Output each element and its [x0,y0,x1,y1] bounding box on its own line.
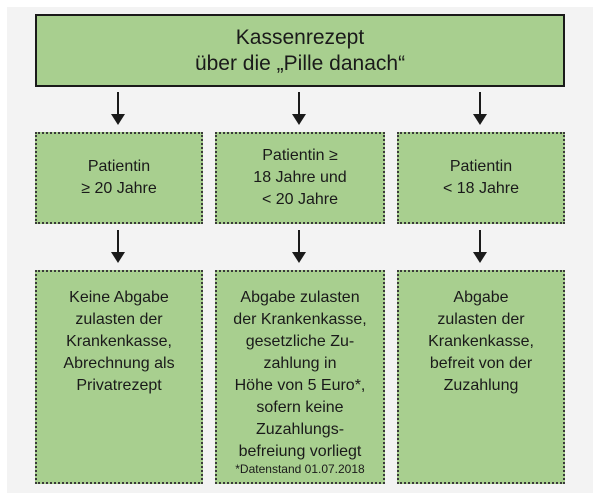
result-line: Keine Abgabe [69,289,169,306]
condition-line: Patientin ≥ [262,147,338,164]
arrow-down-icon [292,92,306,125]
condition-box-under-18: Patientin < 18 Jahre [397,132,565,224]
result-line: Zuzahlung [443,377,519,394]
result-line: Privatrezept [76,377,162,394]
result-line: Zuzahlungs- [255,421,345,438]
condition-line: Patientin [449,158,513,175]
arrow-down-icon [111,92,125,125]
condition-box-over-20: Patientin ≥ 20 Jahre [35,132,203,224]
result-line: Höhe von 5 Euro*, [234,377,366,394]
title-box: Kassenrezept über die „Pille danach“ [35,14,565,87]
result-line: befreit von der [429,355,533,372]
condition-box-18-to-20: Patientin ≥ 18 Jahre und < 20 Jahre [215,132,385,224]
arrow-down-icon [473,230,487,263]
result-line: Krankenkasse, [428,333,534,350]
result-line: der Krankenkasse, [233,311,367,328]
condition-line: < 18 Jahre [442,180,520,197]
result-box-private-prescription: Keine Abgabe zulasten der Krankenkasse, … [35,270,203,484]
result-line: zulasten der [437,311,525,328]
result-line: zulasten der [75,311,163,328]
condition-line: ≥ 20 Jahre [81,180,157,197]
result-line: gesetzliche Zu- [245,333,355,350]
arrow-down-icon [111,230,125,263]
condition-line: Patientin [87,158,151,175]
result-box-exempt: Abgabe zulasten der Krankenkasse, befrei… [397,270,565,484]
result-line: befreiung vorliegt [238,443,362,460]
footnote-data-date: *Datenstand 01.07.2018 [235,462,365,476]
result-box-copayment: Abgabe zulasten der Krankenkasse, gesetz… [215,270,385,484]
result-line: Krankenkasse, [66,333,172,350]
arrow-down-icon [292,230,306,263]
result-line: sofern keine [256,399,344,416]
result-line: Abgabe zulasten [240,289,360,306]
result-line: zahlung in [263,355,337,372]
arrow-down-icon [473,92,487,125]
condition-line: < 20 Jahre [261,191,339,208]
result-line: Abgabe [453,289,509,306]
condition-line: 18 Jahre und [253,169,347,186]
title-line-2: über die „Pille danach“ [194,51,406,75]
result-line: Abrechnung als [63,355,175,372]
title-line-1: Kassenrezept [235,25,365,49]
